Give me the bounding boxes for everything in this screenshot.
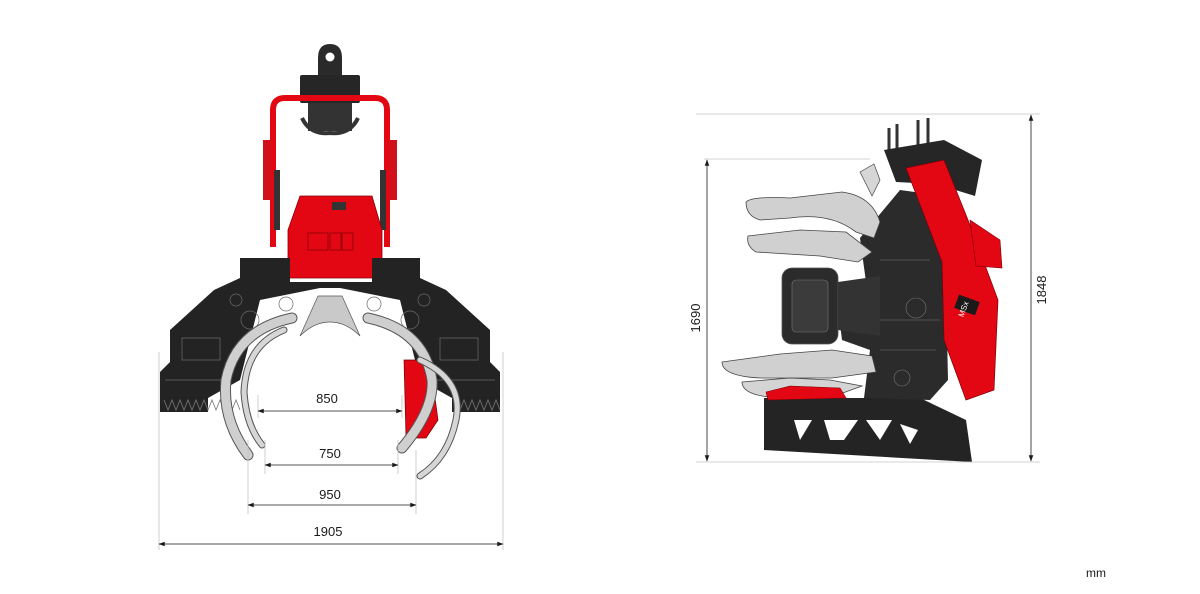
rotator xyxy=(300,103,360,136)
dim-1690: 1690 xyxy=(688,304,703,333)
base-frame xyxy=(764,398,972,462)
grab-arms xyxy=(220,312,461,480)
rotator-pins xyxy=(887,118,930,150)
frame-cutouts xyxy=(794,420,918,444)
dim-950: 950 xyxy=(319,487,341,502)
lower-knife xyxy=(721,349,877,379)
side-body xyxy=(836,190,948,400)
lifting-eye xyxy=(300,44,360,103)
dim-850: 850 xyxy=(316,391,338,406)
front-dimensions: 850 750 950 1905 xyxy=(158,352,504,550)
upper-knife xyxy=(745,191,881,239)
front-view-drawing xyxy=(160,44,501,480)
side-view-drawing: MSx xyxy=(721,118,1003,462)
dim-750: 750 xyxy=(319,446,341,461)
side-dimensions: 1690 1848 xyxy=(688,113,1049,463)
dim-1905: 1905 xyxy=(314,524,343,539)
dark-body xyxy=(160,258,501,412)
red-boom xyxy=(905,159,999,401)
upper-knife-2 xyxy=(747,229,873,263)
unit-label: mm xyxy=(1086,566,1106,580)
dim-1848: 1848 xyxy=(1034,276,1049,305)
center-bracket xyxy=(299,295,361,337)
red-housing xyxy=(287,195,383,279)
red-frame xyxy=(263,95,397,247)
